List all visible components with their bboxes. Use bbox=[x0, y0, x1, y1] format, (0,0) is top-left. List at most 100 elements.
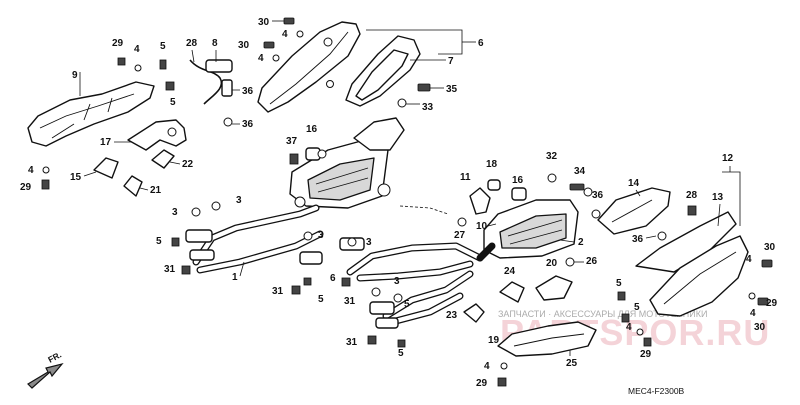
callout-27: 27 bbox=[454, 230, 466, 241]
callout-3-c: 3 bbox=[318, 230, 324, 241]
callout-5-h: 5 bbox=[634, 302, 640, 313]
silencer-cover-13: 12 13 bbox=[635, 153, 749, 317]
callout-30-rb: 30 bbox=[754, 322, 766, 333]
callout-6: 6 bbox=[478, 38, 484, 49]
callout-15: 15 bbox=[70, 172, 82, 183]
bolt-28-right: 28 bbox=[686, 190, 698, 216]
callout-19: 19 bbox=[488, 335, 500, 346]
callout-31-a: 31 bbox=[164, 264, 176, 275]
callout-5-tl: 5 bbox=[160, 41, 166, 52]
callout-5-g: 5 bbox=[616, 278, 622, 289]
clamp-15: 15 21 bbox=[70, 157, 162, 197]
callout-20: 20 bbox=[546, 258, 558, 269]
pipe-callouts: 3 3 5 31 1 3 3 6 5 31 31 3 5 31 5 bbox=[156, 195, 410, 359]
callout-4-r: 4 bbox=[746, 254, 752, 265]
callout-4-b: 4 bbox=[484, 361, 490, 372]
callout-36-rr: 36 bbox=[632, 234, 644, 245]
chamber-hardware: 37 16 bbox=[286, 124, 327, 165]
exhaust-pipe-assembly bbox=[192, 204, 496, 326]
callout-34: 34 bbox=[574, 166, 586, 177]
callout-3-a: 3 bbox=[172, 207, 178, 218]
callout-36-a: 36 bbox=[242, 86, 254, 97]
drawing-code: MEC4-F2300B bbox=[628, 386, 685, 396]
callout-36-r: 36 bbox=[592, 190, 604, 201]
callout-33: 33 bbox=[422, 102, 434, 113]
callout-6-b: 6 bbox=[330, 273, 336, 284]
callout-30-top: 30 bbox=[258, 17, 270, 28]
callout-16-r: 16 bbox=[512, 175, 524, 186]
callout-25: 25 bbox=[566, 358, 578, 369]
callout-3-b: 3 bbox=[236, 195, 242, 206]
callout-8: 8 bbox=[212, 38, 218, 49]
callout-5-f: 5 bbox=[398, 348, 404, 359]
callout-31-b: 31 bbox=[272, 286, 284, 297]
callout-12: 12 bbox=[722, 153, 734, 164]
fasteners-lower-center: 5 5 4 29 4 29 bbox=[476, 278, 652, 389]
heat-shield-upper bbox=[257, 21, 361, 113]
callout-3-e: 3 bbox=[394, 276, 400, 287]
callout-29-l: 29 bbox=[20, 182, 32, 193]
pipe-flanges bbox=[185, 229, 399, 329]
muffler-10-hardware: 18 11 16 32 34 36 27 2 bbox=[399, 151, 604, 248]
fasteners-left: 4 29 bbox=[20, 165, 50, 193]
callout-7: 7 bbox=[448, 56, 454, 67]
callout-1: 1 bbox=[232, 272, 238, 283]
callout-26: 26 bbox=[586, 256, 598, 267]
fasteners-right: 30 4 29 30 4 bbox=[746, 242, 778, 333]
callout-28-tl: 28 bbox=[186, 38, 198, 49]
callout-2: 2 bbox=[578, 237, 584, 248]
bracket-24-20: 24 20 26 23 bbox=[446, 256, 598, 323]
callout-5-e: 5 bbox=[404, 299, 410, 310]
callout-21: 21 bbox=[150, 185, 162, 196]
front-direction-label: FR. bbox=[46, 350, 63, 365]
callout-13: 13 bbox=[712, 192, 724, 203]
heat-guard-9: 9 bbox=[27, 70, 155, 147]
callout-29-r: 29 bbox=[766, 298, 778, 309]
callout-29-b: 29 bbox=[476, 378, 488, 389]
callout-29-lc: 29 bbox=[640, 349, 652, 360]
watermark-sub: ЗАПЧАСТИ · АКСЕССУАРЫ ДЛЯ МОТОТЕХНИКИ bbox=[498, 309, 708, 319]
callout-4-l: 4 bbox=[28, 165, 34, 176]
bracket-19-25: 19 25 bbox=[488, 321, 597, 369]
callout-16-c: 16 bbox=[306, 124, 318, 135]
callout-31-c: 31 bbox=[344, 296, 356, 307]
callout-30-mid: 30 bbox=[238, 40, 250, 51]
front-direction-arrow: FR. bbox=[27, 350, 64, 389]
exhaust-chamber bbox=[289, 117, 405, 209]
callout-31-d: 31 bbox=[346, 337, 358, 348]
bolt-35: 35 33 bbox=[397, 83, 458, 113]
callout-11: 11 bbox=[460, 172, 471, 183]
mount-bracket-17: 17 22 bbox=[100, 119, 194, 170]
sensor-harness-8: 28 8 36 36 bbox=[186, 38, 254, 130]
callout-14: 14 bbox=[628, 178, 640, 189]
silencer-cover-14: 14 36 bbox=[591, 178, 671, 245]
callout-5-d: 5 bbox=[318, 294, 324, 305]
callout-37: 37 bbox=[286, 136, 298, 147]
callout-30-r: 30 bbox=[764, 242, 776, 253]
callout-group-6-7: 6 7 bbox=[366, 29, 484, 67]
callout-28-r: 28 bbox=[686, 190, 698, 201]
fasteners-top: 30 4 30 4 bbox=[238, 17, 304, 64]
callout-23: 23 bbox=[446, 310, 458, 321]
heat-shield-frame bbox=[345, 35, 421, 107]
callout-22: 22 bbox=[182, 159, 194, 170]
callout-3-d: 3 bbox=[366, 237, 372, 248]
callout-29-tl: 29 bbox=[112, 38, 124, 49]
callout-24: 24 bbox=[504, 266, 516, 277]
callout-36-b: 36 bbox=[242, 119, 254, 130]
muffler-10: 10 bbox=[476, 199, 579, 259]
callout-4-top: 4 bbox=[282, 29, 288, 40]
callout-4-mid: 4 bbox=[258, 53, 264, 64]
callout-4-rb: 4 bbox=[750, 308, 756, 319]
fasteners-top-left: 29 4 5 5 bbox=[112, 38, 176, 108]
callout-4-tl: 4 bbox=[134, 44, 140, 55]
callout-35: 35 bbox=[446, 84, 458, 95]
callout-32: 32 bbox=[546, 151, 558, 162]
callout-5-c: 5 bbox=[156, 236, 162, 247]
callout-5-tl2: 5 bbox=[170, 97, 176, 108]
callout-9: 9 bbox=[72, 70, 78, 81]
callout-4-lc: 4 bbox=[626, 322, 632, 333]
callout-18: 18 bbox=[486, 159, 498, 170]
